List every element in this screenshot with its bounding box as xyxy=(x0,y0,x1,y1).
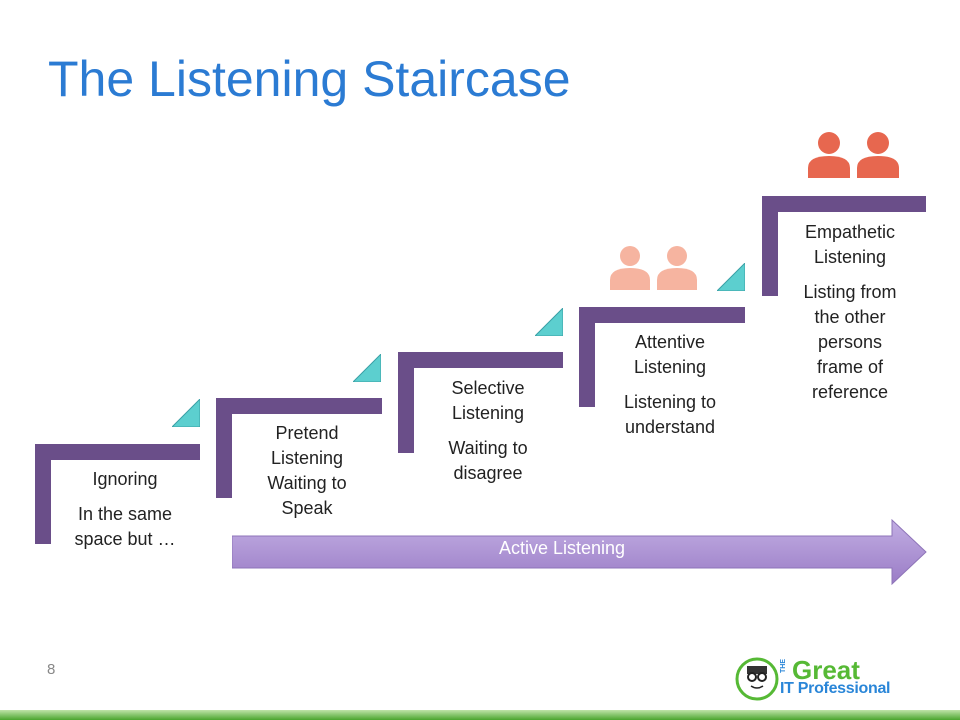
step-description: In the same space but … xyxy=(74,504,176,549)
step-description: Waiting to Speak xyxy=(267,473,347,518)
slide-title: The Listening Staircase xyxy=(48,51,571,107)
logo-great: Great xyxy=(792,655,860,685)
step-description: Waiting to disagree xyxy=(448,438,528,483)
step-4-text: Attentive Listening Listening to underst… xyxy=(600,330,740,440)
step-2-tread xyxy=(216,398,382,414)
active-listening-arrow xyxy=(232,519,927,585)
step-description: Listing from the other persons frame of … xyxy=(803,282,897,402)
step-heading: Selective Listening xyxy=(451,378,525,423)
logo-the: THE xyxy=(780,659,787,673)
logo-it-professional: IT Professional xyxy=(780,680,891,697)
step-heading: Empathetic Listening xyxy=(804,222,896,267)
footer-bar xyxy=(0,710,960,720)
people-icon-dark xyxy=(808,132,899,178)
great-it-professional-logo: THE Great IT Professional xyxy=(735,655,920,705)
step-4-riser xyxy=(579,307,595,407)
step-heading: Ignoring xyxy=(92,469,158,489)
step-5-text: Empathetic Listening Listing from the ot… xyxy=(780,220,920,405)
triangle-icon xyxy=(353,354,381,382)
step-5-tread xyxy=(762,196,926,212)
step-3-tread xyxy=(398,352,563,368)
mascot-icon xyxy=(735,657,779,701)
step-1-tread xyxy=(35,444,200,460)
triangle-icon xyxy=(172,399,200,427)
step-4-tread xyxy=(579,307,745,323)
triangle-icon xyxy=(535,308,563,336)
arrow-label: Active Listening xyxy=(498,538,626,558)
step-3-riser xyxy=(398,352,414,453)
step-1-text: Ignoring In the same space but … xyxy=(55,467,195,552)
triangle-icon xyxy=(717,263,745,291)
slide-number: 8 xyxy=(47,661,56,678)
step-2-text: Pretend Listening Waiting to Speak xyxy=(242,421,372,521)
step-1-riser xyxy=(35,444,51,544)
step-description: Listening to understand xyxy=(623,392,717,437)
step-heading: Attentive Listening xyxy=(633,332,707,377)
step-3-text: Selective Listening Waiting to disagree xyxy=(418,376,558,486)
people-icon-light xyxy=(610,246,697,290)
step-2-riser xyxy=(216,398,232,498)
step-heading: Pretend Listening xyxy=(270,423,344,468)
step-5-riser xyxy=(762,196,778,296)
